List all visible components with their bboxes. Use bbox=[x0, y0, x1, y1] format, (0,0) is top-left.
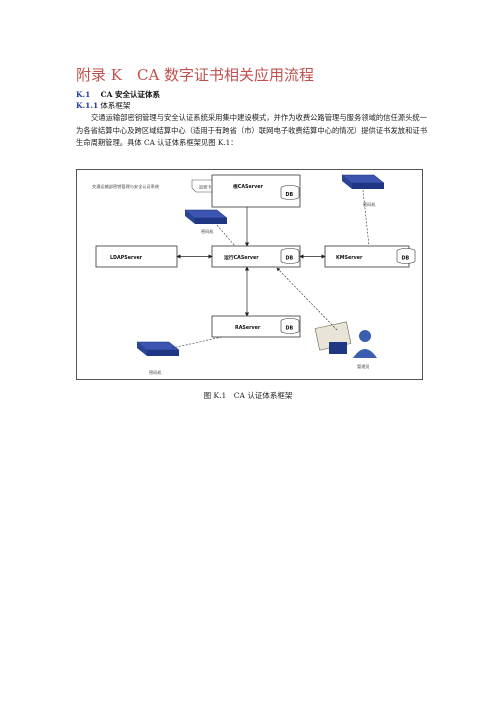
system-label: 交通运输部密钥管理与安全认证系统 bbox=[92, 183, 159, 190]
hsm-top-icon: 密码机 bbox=[184, 209, 228, 235]
database-icon: DB bbox=[280, 185, 300, 200]
ra-server: RAServer DB bbox=[211, 315, 301, 338]
figure-caption: 图 K.1 CA 认证体系框架 bbox=[203, 391, 293, 400]
hsm-right-label: 密码机 bbox=[363, 201, 376, 208]
body-paragraph: 交通运输部密钥管理与安全认证系统采用集中建设模式，并作为收费公路管理与服务领域的… bbox=[76, 113, 427, 147]
subsection-title: 体系框架 bbox=[100, 101, 131, 110]
hsm-bottom-icon: 密码机 bbox=[136, 341, 180, 376]
page-title: 附录 K CA 数字证书相关应用流程 bbox=[76, 66, 315, 84]
section-number: K.1 bbox=[76, 90, 91, 99]
hsm-bottom-label: 密码机 bbox=[149, 369, 162, 376]
section-heading: K.1 CA 安全认证体系 bbox=[76, 89, 160, 100]
km-server: KMServer DB bbox=[324, 245, 416, 268]
admin-to-operation-arrow bbox=[276, 267, 338, 331]
subsection-heading: K.1.1 体系框架 bbox=[76, 100, 130, 111]
svg-text:DB: DB bbox=[286, 326, 294, 332]
hsm-right-icon: 密码机 bbox=[341, 174, 385, 208]
svg-text:DB: DB bbox=[286, 256, 294, 262]
ca-framework-diagram: 交通运输部密钥管理与安全认证系统 加密卡 根CAServer DB 密码机 bbox=[76, 169, 423, 380]
subsection-number: K.1.1 bbox=[76, 101, 99, 110]
section-title: CA 安全认证体系 bbox=[100, 90, 161, 99]
svg-text:DB: DB bbox=[286, 192, 294, 198]
hsm-top-label: 密码机 bbox=[201, 228, 214, 235]
ra-label: RAServer bbox=[235, 325, 261, 331]
svg-text:DB: DB bbox=[402, 256, 410, 262]
km-label: KMServer bbox=[336, 255, 363, 261]
database-icon: DB bbox=[396, 248, 416, 264]
ldap-label: LDAPServer bbox=[110, 255, 143, 261]
admin-label: 管理员 bbox=[357, 363, 370, 370]
ldap-server: LDAPServer bbox=[95, 245, 178, 268]
hsm-top-link bbox=[216, 224, 236, 247]
root-ca-server: 根CAServer DB bbox=[211, 174, 301, 208]
admin-icon: 管理员 bbox=[314, 321, 377, 370]
database-icon: DB bbox=[280, 318, 300, 334]
operation-ca-label: 运行CAServer bbox=[224, 254, 259, 261]
hsm-bottom-link bbox=[171, 336, 223, 349]
root-ca-label: 根CAServer bbox=[233, 183, 263, 190]
diagram-canvas: 交通运输部密钥管理与安全认证系统 加密卡 根CAServer DB 密码机 bbox=[92, 174, 416, 376]
hsm-right-link bbox=[362, 189, 370, 247]
operation-ca-server: 运行CAServer DB bbox=[211, 245, 301, 268]
note-label: 加密卡 bbox=[199, 184, 212, 191]
database-icon: DB bbox=[280, 248, 300, 264]
